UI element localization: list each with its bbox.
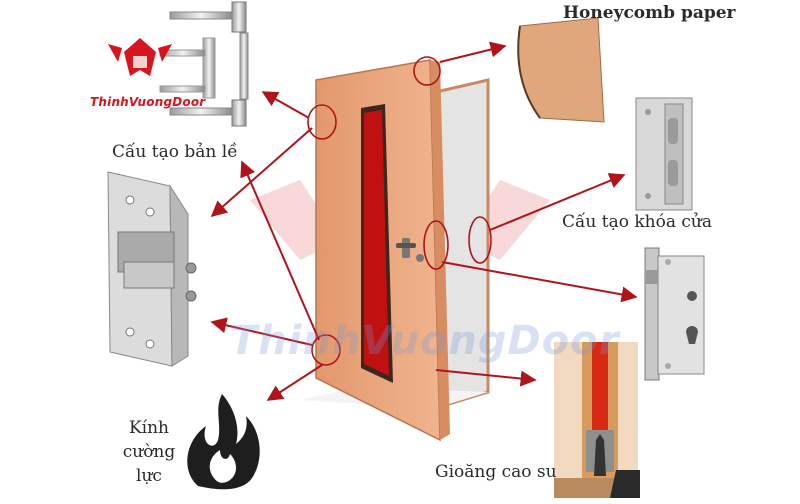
honeycomb-panel-icon (517, 17, 605, 123)
lock-plate-icon (107, 171, 197, 367)
rubber-seal-icon (554, 342, 640, 498)
door-leaf (315, 59, 450, 442)
strike-callout (468, 216, 492, 264)
glass-callout (311, 334, 341, 366)
fire-icon (187, 394, 260, 490)
label-seal: Gioăng cao su (435, 462, 557, 482)
pointer-arrows (210, 41, 638, 401)
strike-plate-icon (635, 97, 693, 211)
mortise-lock-icon (644, 247, 705, 381)
lock-callout (423, 220, 449, 270)
brand-logo-text: ThinhVuongDoor (90, 95, 206, 109)
watermark-text: ThinhVuongDoor (230, 318, 620, 364)
label-hinge: Cấu tạo bản lề (112, 142, 238, 162)
label-glass: Kính cường lực (114, 416, 184, 488)
logo-emblem-icon (108, 38, 172, 76)
callout-circles (307, 56, 492, 366)
label-lock: Cấu tạo khóa cửa (562, 212, 713, 232)
label-glass-line2: cường lực (122, 442, 176, 486)
hinge-icon (159, 1, 249, 127)
label-honeycomb: Honeycomb paper (563, 3, 736, 23)
hinge-callout (307, 104, 337, 140)
label-glass-line1: Kính (128, 418, 170, 438)
honeycomb-callout (413, 56, 441, 86)
